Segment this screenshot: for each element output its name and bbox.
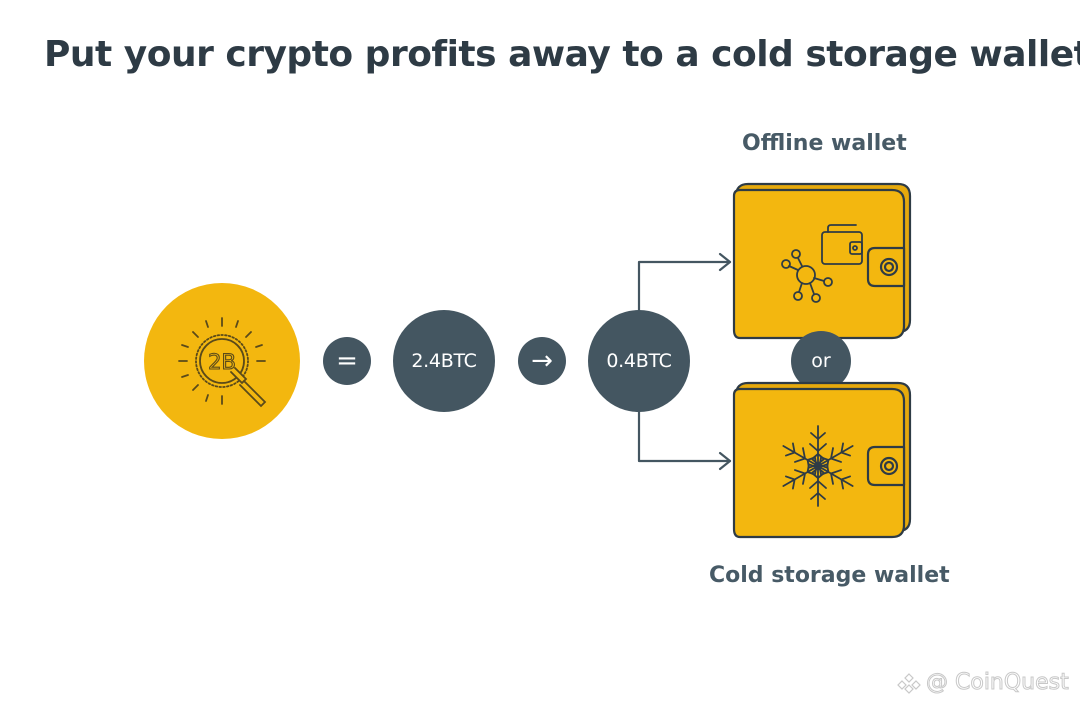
offline-wallet <box>732 182 912 340</box>
page-title: Put your crypto profits away to a cold s… <box>44 34 1080 75</box>
connector-to-offline-wallet <box>637 260 732 313</box>
cold-storage-wallet <box>732 381 912 539</box>
arrow-right-icon: → <box>531 346 553 376</box>
profit-amount-label: 0.4BTC <box>606 350 672 372</box>
coinquest-logo-icon <box>897 672 921 694</box>
or-separator: or <box>791 331 851 391</box>
or-label: or <box>811 350 831 372</box>
snowflake-icon <box>778 425 858 507</box>
connector-to-cold-wallet <box>637 409 732 463</box>
arrowhead-offline-icon <box>718 252 732 272</box>
watermark: @ CoinQuest <box>896 670 1070 696</box>
coin-label: 2B <box>208 350 236 374</box>
arrow-node: → <box>518 337 566 385</box>
offline-wallet-label: Offline wallet <box>742 131 907 156</box>
arrowhead-cold-icon <box>718 451 732 471</box>
watermark-text: @ CoinQuest <box>926 670 1070 696</box>
total-amount-label: 2.4BTC <box>411 350 477 372</box>
profit-amount-node: 0.4BTC <box>588 310 690 412</box>
cold-storage-wallet-label: Cold storage wallet <box>709 563 950 588</box>
bitcoin-magnifier-icon <box>178 317 267 408</box>
network-wallet-icon <box>781 224 863 303</box>
bitcoin-coin: 2B <box>144 283 300 439</box>
total-amount-node: 2.4BTC <box>393 310 495 412</box>
equals-node: = <box>323 337 371 385</box>
equals-symbol: = <box>336 346 358 376</box>
